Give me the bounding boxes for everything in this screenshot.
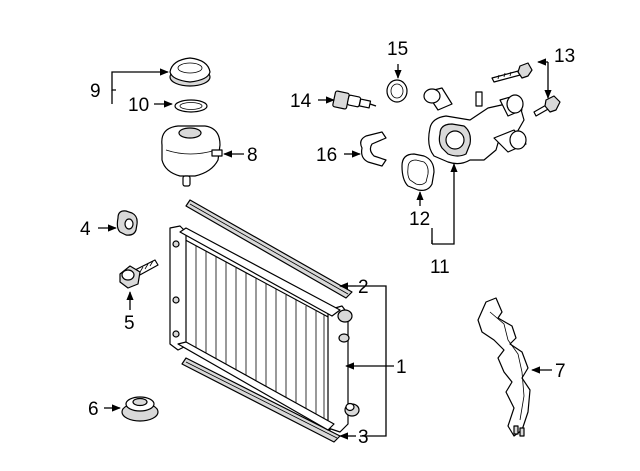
leader-lines — [98, 58, 552, 440]
rubber-bushing — [116, 210, 138, 236]
expansion-tank — [161, 125, 223, 187]
callout-9: 9 — [90, 81, 101, 102]
mounting-bolt — [119, 259, 159, 289]
flange-bolts — [491, 62, 561, 117]
callout-6: 6 — [88, 399, 99, 420]
cap-seal-ring — [174, 99, 208, 113]
temperature-sensor — [332, 90, 377, 110]
callout-11: 11 — [430, 257, 450, 278]
callout-10: 10 — [128, 95, 149, 116]
callout-7: 7 — [555, 361, 566, 382]
callout-4: 4 — [80, 219, 91, 240]
expansion-tank-cap — [169, 57, 211, 87]
callout-5: 5 — [124, 313, 135, 334]
coolant-flange — [423, 87, 527, 165]
callout-12: 12 — [409, 209, 430, 230]
callout-14: 14 — [290, 91, 312, 112]
rubber-grommet — [121, 396, 159, 422]
callout-3: 3 — [358, 427, 369, 448]
callout-labels: 9 10 8 4 5 6 2 3 1 7 14 15 16 12 11 13 — [80, 39, 575, 448]
radiator — [169, 225, 360, 433]
flange-gasket — [401, 153, 435, 191]
callout-16: 16 — [316, 145, 337, 166]
callout-2: 2 — [358, 277, 369, 298]
air-deflector — [477, 297, 531, 437]
callout-8: 8 — [247, 145, 258, 166]
upper-seal-strip — [185, 199, 353, 299]
callout-1: 1 — [396, 357, 407, 378]
callout-15: 15 — [387, 39, 408, 60]
retaining-clip — [360, 131, 387, 167]
callout-13: 13 — [554, 46, 575, 67]
sensor-o-ring — [386, 79, 408, 103]
